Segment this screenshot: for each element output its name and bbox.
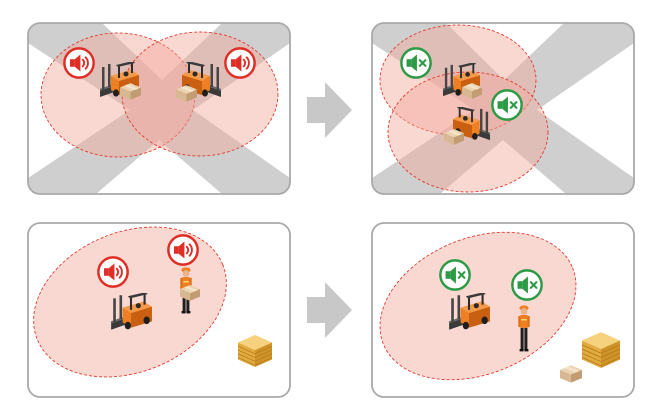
scene-frame bbox=[27, 22, 291, 195]
scene-intersection-silent bbox=[371, 22, 635, 195]
scene-frame bbox=[371, 222, 635, 398]
scene-frame bbox=[371, 22, 635, 195]
speaker-muted-icon bbox=[511, 269, 543, 301]
speaker-sound-icon bbox=[63, 47, 95, 79]
speaker-sound-icon bbox=[97, 256, 129, 288]
right-arrow-icon bbox=[307, 82, 352, 138]
speaker-muted-icon bbox=[439, 259, 471, 291]
speaker-sound-icon bbox=[224, 47, 256, 79]
scene-worker-alarm bbox=[27, 222, 291, 398]
scene-worker-silent bbox=[371, 222, 635, 398]
speaker-muted-icon bbox=[491, 89, 523, 121]
speaker-sound-icon bbox=[167, 234, 199, 266]
scene-frame bbox=[27, 222, 291, 398]
right-arrow-icon bbox=[307, 282, 352, 338]
scene-intersection-alarm bbox=[27, 22, 291, 195]
speaker-muted-icon bbox=[400, 47, 432, 79]
